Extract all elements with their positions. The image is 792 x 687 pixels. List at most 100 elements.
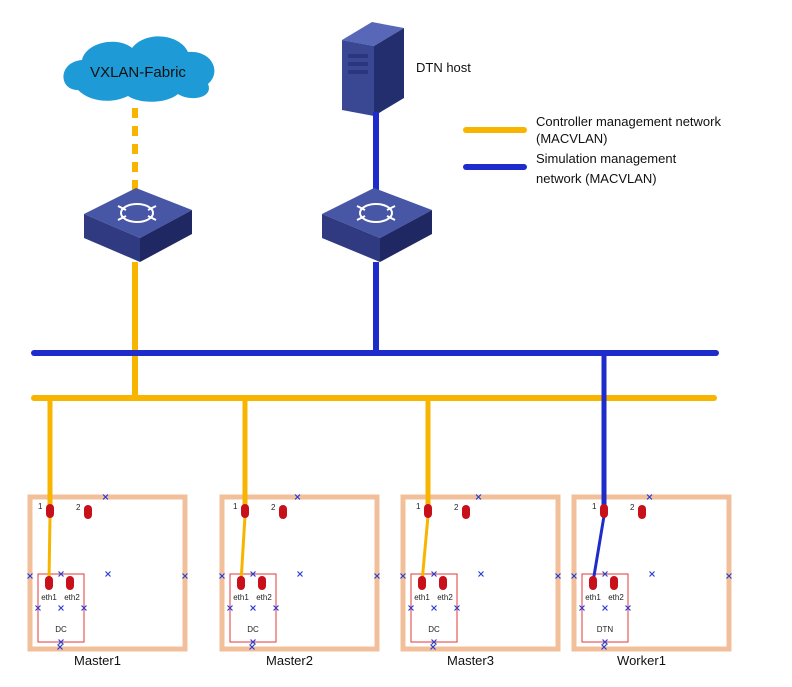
- connection-marker: [374, 573, 380, 579]
- port-1-label: 1: [233, 502, 238, 511]
- eth1-label: eth1: [585, 593, 601, 602]
- eth1-port: [589, 576, 597, 590]
- connection-marker: [571, 573, 577, 579]
- legend-controller-label-line1: Controller management network: [536, 114, 721, 129]
- connection-marker: [297, 571, 303, 577]
- connection-marker: [227, 605, 233, 611]
- inner-box-label: DC: [247, 625, 259, 634]
- connection-marker: [625, 605, 631, 611]
- host-border: [219, 494, 380, 652]
- connection-marker: [579, 605, 585, 611]
- connection-marker: [431, 639, 437, 645]
- connection-marker: [602, 639, 608, 645]
- controller-switch: [84, 188, 192, 262]
- connection-marker: [726, 573, 732, 579]
- internal-link: [239, 515, 247, 583]
- port-1-label: 1: [38, 502, 43, 511]
- port-1-label: 1: [416, 502, 421, 511]
- connection-marker: [400, 573, 406, 579]
- connection-marker: [431, 605, 437, 611]
- connection-marker: [35, 605, 41, 611]
- eth1-label: eth1: [233, 593, 249, 602]
- port-1: [424, 504, 432, 518]
- port-2-label: 2: [630, 503, 635, 512]
- inner-box-label: DC: [55, 625, 67, 634]
- eth1-port: [418, 576, 426, 590]
- host-name-label: Worker1: [617, 653, 666, 668]
- connection-marker: [105, 571, 111, 577]
- eth2-label: eth2: [437, 593, 453, 602]
- server-icon: [342, 22, 404, 116]
- eth2-port: [66, 576, 74, 590]
- port-1: [46, 504, 54, 518]
- l3-switch-icon: [322, 188, 432, 262]
- eth2-label: eth2: [64, 593, 80, 602]
- connection-marker: [430, 644, 436, 650]
- connection-marker: [250, 571, 256, 577]
- eth1-label: eth1: [414, 593, 430, 602]
- cloud-label: VXLAN-Fabric: [90, 64, 186, 81]
- connection-marker: [454, 605, 460, 611]
- eth2-port: [439, 576, 447, 590]
- dtn-host-server: DTN host: [342, 22, 471, 116]
- connection-marker: [475, 494, 482, 500]
- eth2-label: eth2: [608, 593, 624, 602]
- host-border: [400, 494, 561, 652]
- connection-marker: [250, 605, 256, 611]
- legend-controller-label-line2: (MACVLAN): [536, 131, 608, 146]
- connection-marker: [57, 644, 63, 650]
- connection-marker: [58, 571, 64, 577]
- connection-marker: [81, 605, 87, 611]
- legend: Controller management network (MACVLAN) …: [463, 114, 721, 186]
- eth2-port: [610, 576, 618, 590]
- port-1: [241, 504, 249, 518]
- host-name-label: Master3: [447, 653, 494, 668]
- connection-marker: [649, 571, 655, 577]
- host-border: [571, 494, 732, 652]
- connection-marker: [408, 605, 414, 611]
- port-1: [600, 504, 608, 518]
- connection-marker: [646, 494, 653, 500]
- internal-link: [47, 515, 52, 583]
- internal-link: [420, 515, 430, 583]
- port-2: [638, 505, 646, 519]
- eth2-label: eth2: [256, 593, 272, 602]
- connection-marker: [219, 573, 225, 579]
- dtn-host-label: DTN host: [416, 60, 471, 75]
- port-1-label: 1: [592, 502, 597, 511]
- internal-link: [591, 515, 606, 583]
- eth1-port: [237, 576, 245, 590]
- eth1-label: eth1: [41, 593, 57, 602]
- port-2-label: 2: [271, 503, 276, 512]
- host-name-label: Master1: [74, 653, 121, 668]
- connection-marker: [250, 639, 256, 645]
- port-2-label: 2: [454, 503, 459, 512]
- inner-box-label: DTN: [597, 625, 614, 634]
- connection-marker: [478, 571, 484, 577]
- connection-marker: [602, 605, 608, 611]
- port-2-label: 2: [76, 503, 81, 512]
- connection-marker: [58, 639, 64, 645]
- connection-marker: [601, 644, 607, 650]
- connection-marker: [249, 644, 255, 650]
- connection-marker: [431, 571, 437, 577]
- port-2: [279, 505, 287, 519]
- host-border: [27, 494, 188, 652]
- connection-marker: [27, 573, 33, 579]
- connection-marker: [294, 494, 301, 500]
- eth1-port: [45, 576, 53, 590]
- vxlan-fabric-cloud: VXLAN-Fabric: [63, 36, 215, 102]
- simulation-switch: [322, 188, 432, 262]
- l3-switch-icon: [84, 188, 192, 262]
- legend-simulation-label-line1: Simulation management: [536, 151, 677, 166]
- port-2: [84, 505, 92, 519]
- eth2-port: [258, 576, 266, 590]
- connection-marker: [555, 573, 561, 579]
- connection-marker: [182, 573, 188, 579]
